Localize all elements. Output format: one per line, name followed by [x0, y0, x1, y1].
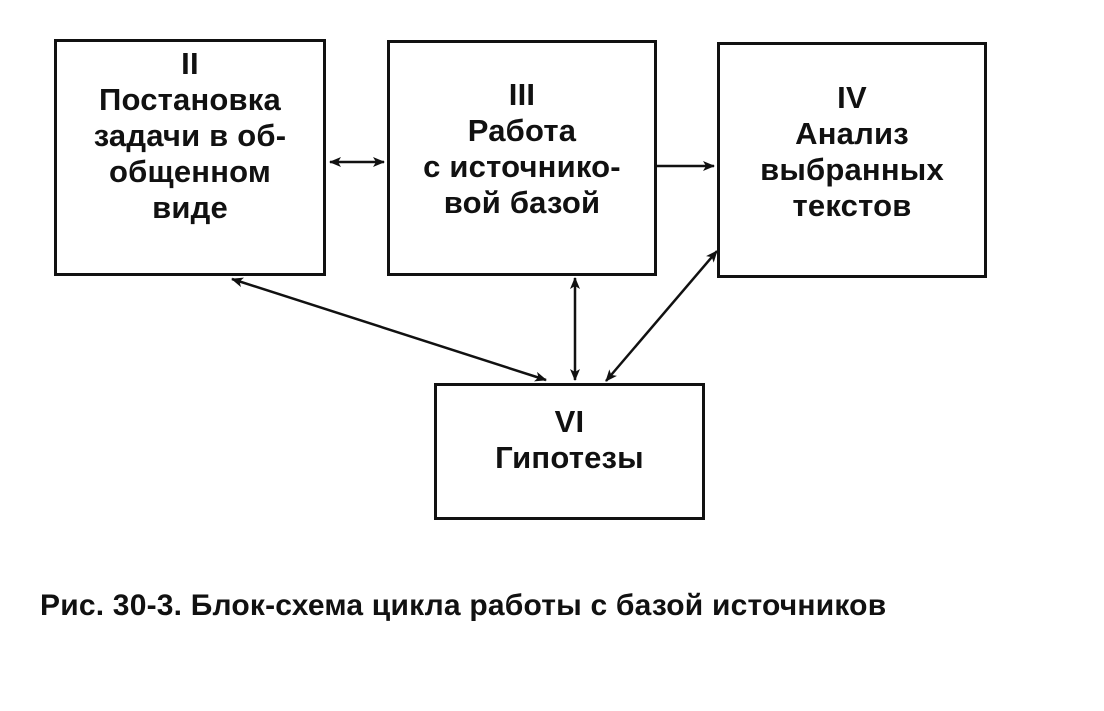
box-iii-line-2: с источнико- [423, 149, 621, 184]
box-ii-line-2: задачи в об- [93, 118, 287, 153]
box-iv-line-1: Анализ [795, 116, 909, 151]
box-iii-number: III [508, 77, 536, 112]
box-iii-source-base-work: III Работа с источнико- вой базой [387, 40, 657, 276]
figure-caption: Рис. 30-3. Блок-схема цикла работы с баз… [40, 589, 887, 622]
box-ii-line-3: общенном [109, 154, 271, 189]
box-ii-problem-statement: II Постановка задачи в об- общенном виде [54, 39, 326, 276]
box-vi-hypotheses: VI Гипотезы [434, 383, 705, 520]
box-ii-line-1: Постановка [99, 82, 281, 117]
arrow-ii-vi [231, 277, 547, 382]
box-iv-text-analysis: IV Анализ выбранных текстов [717, 42, 987, 278]
box-ii-number: II [181, 46, 199, 81]
box-ii-line-4: виде [152, 190, 228, 225]
box-iv-number: IV [837, 80, 867, 115]
box-vi-number: VI [554, 404, 585, 439]
box-iii-line-1: Работа [467, 113, 577, 148]
box-iv-line-3: текстов [792, 188, 912, 223]
box-iii-line-3: вой базой [443, 185, 601, 220]
box-vi-line-1: Гипотезы [495, 440, 644, 475]
box-iv-line-2: выбранных [760, 152, 944, 187]
